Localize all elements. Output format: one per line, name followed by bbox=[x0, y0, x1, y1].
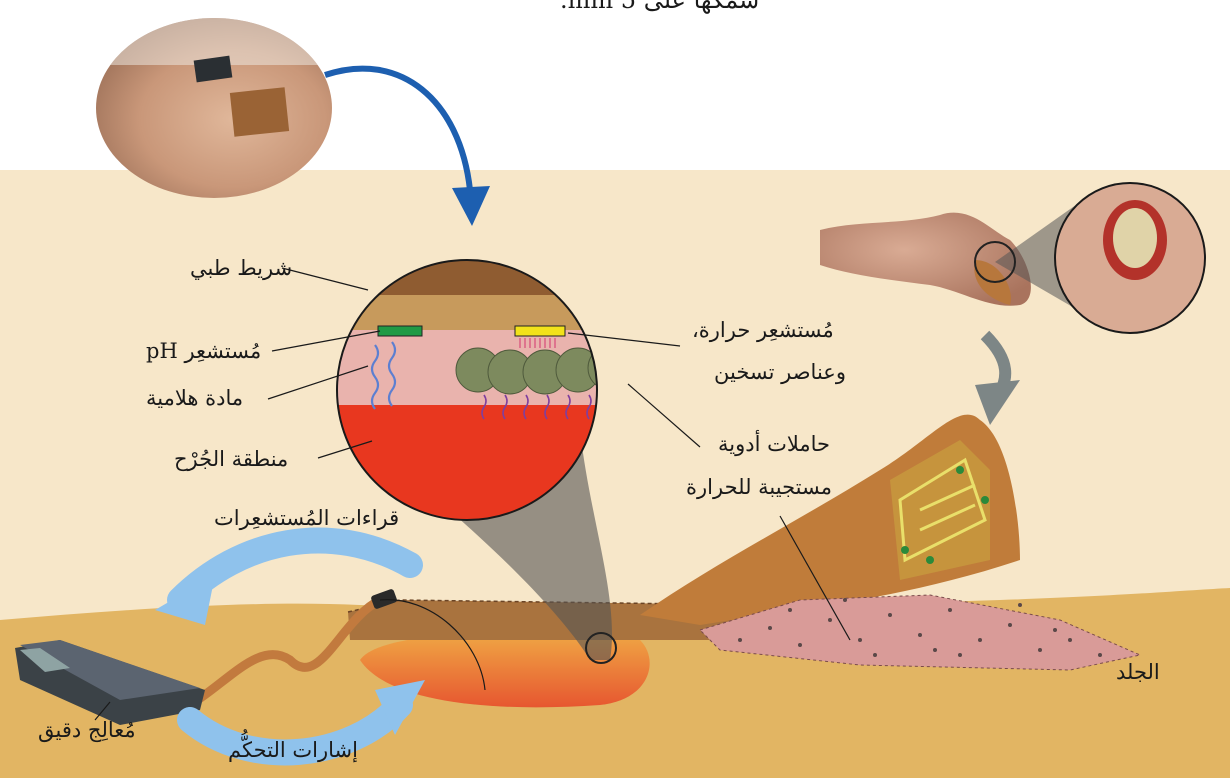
label-control-signals: إشارات التحكُّم bbox=[228, 738, 358, 763]
label-medical-tape: شريط طبي bbox=[190, 256, 292, 281]
label-drug-carriers-line2: مستجيبة للحرارة bbox=[686, 475, 832, 500]
label-temp-sensor-line2: وعناصر تسخين bbox=[714, 360, 846, 385]
label-sensor-readings: قراءات المُستشعِرات bbox=[214, 506, 399, 531]
label-hydrogel: مادة هلامية bbox=[146, 386, 243, 411]
label-microprocessor: مُعالِج دقيق bbox=[38, 718, 136, 743]
top-caption: سُمكُها على mm 5. bbox=[560, 0, 759, 14]
label-ph-sensor: مُستشعِر pH bbox=[146, 339, 261, 364]
label-wound-area: منطقة الجُرْح bbox=[174, 447, 288, 472]
label-drug-carriers-line1: حاملات أدوية bbox=[718, 432, 830, 457]
label-skin: الجلد bbox=[1116, 660, 1160, 685]
label-temp-sensor-line1: مُستشعِر حرارة، bbox=[692, 318, 834, 343]
